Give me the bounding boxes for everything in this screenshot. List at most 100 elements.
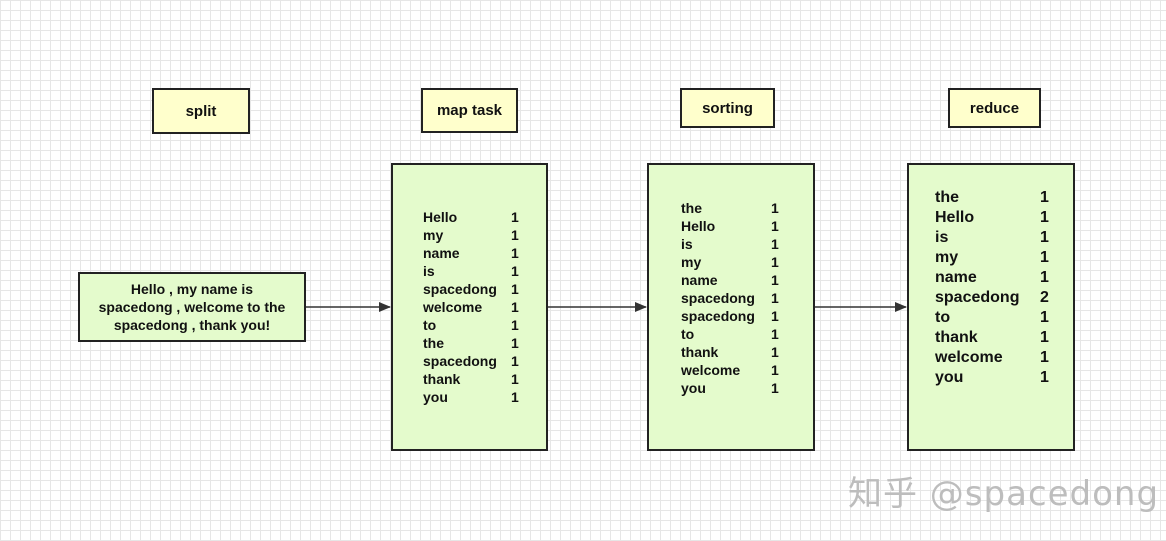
count-value: 1	[771, 380, 779, 396]
word-label: thank	[423, 371, 461, 387]
word-label: welcome	[423, 299, 483, 315]
count-value: 1	[1040, 189, 1049, 206]
count-value: 1	[511, 389, 519, 405]
input-line: spacedong , welcome to the	[98, 299, 286, 315]
word-label: spacedong	[681, 290, 755, 306]
count-value: 1	[1040, 329, 1049, 346]
count-value: 1	[771, 200, 779, 216]
stage-label-sorting: sorting	[680, 88, 775, 128]
count-value: 1	[1040, 249, 1049, 266]
word-label: my	[423, 227, 444, 243]
count-value: 1	[771, 218, 779, 234]
watermark-text: 知乎 @spacedong	[848, 474, 1160, 514]
count-value: 1	[511, 245, 519, 261]
count-value: 1	[1040, 229, 1049, 246]
count-value: 1	[771, 254, 779, 270]
word-label: Hello	[935, 209, 975, 226]
list-row: Hello 1	[423, 209, 519, 225]
list-row: welcome 1	[423, 299, 519, 315]
list-row: name 1	[935, 269, 1049, 287]
list-row: to 1	[935, 309, 1049, 327]
list-row: the 1	[935, 189, 1049, 207]
word-label: spacedong	[681, 308, 755, 324]
word-label: the	[935, 189, 959, 206]
word-label: is	[681, 236, 693, 252]
count-value: 1	[511, 335, 519, 351]
list-row: spacedong 1	[681, 290, 779, 306]
word-label: spacedong	[935, 289, 1020, 306]
list-row: spacedong 1	[423, 353, 519, 369]
word-label: to	[935, 309, 951, 326]
count-value: 1	[511, 317, 519, 333]
word-label: Hello	[423, 209, 458, 225]
count-value: 1	[771, 272, 779, 288]
word-label: my	[681, 254, 702, 270]
count-value: 1	[771, 344, 779, 360]
list-row: the 1	[423, 335, 519, 351]
word-label: spacedong	[423, 353, 497, 369]
list-row: spacedong 1	[681, 308, 779, 324]
count-value: 1	[511, 299, 519, 315]
input-line: Hello , my name is	[130, 281, 254, 297]
word-label: name	[423, 245, 460, 261]
list-row: thank 1	[423, 371, 519, 387]
count-value: 1	[771, 290, 779, 306]
count-value: 1	[771, 308, 779, 324]
word-label: is	[935, 229, 949, 246]
word-label: to	[423, 317, 437, 333]
list-row: to 1	[423, 317, 519, 333]
list-row: to 1	[681, 326, 779, 342]
list-row: my 1	[935, 249, 1049, 267]
count-value: 1	[1040, 269, 1049, 286]
count-value: 1	[1040, 349, 1049, 366]
count-value: 1	[1040, 309, 1049, 326]
list-row: thank 1	[935, 329, 1049, 347]
count-value: 1	[1040, 369, 1049, 386]
word-label: Hello	[681, 218, 716, 234]
count-value: 1	[511, 263, 519, 279]
count-value: 1	[1040, 209, 1049, 226]
list-row: is 1	[935, 229, 1049, 247]
word-label: welcome	[935, 349, 1003, 366]
count-value: 1	[511, 371, 519, 387]
list-row: thank 1	[681, 344, 779, 360]
input-text-box: Hello , my name is spacedong , welcome t…	[78, 272, 306, 342]
list-row: welcome 1	[935, 349, 1049, 367]
count-value: 1	[771, 326, 779, 342]
word-label: name	[681, 272, 718, 288]
list-row: name 1	[681, 272, 779, 288]
list-row: name 1	[423, 245, 519, 261]
word-label: thank	[935, 329, 978, 346]
word-label: you	[935, 369, 964, 386]
list-row: my 1	[681, 254, 779, 270]
word-label: name	[935, 269, 977, 286]
input-line: spacedong , thank you!	[113, 317, 271, 333]
list-row: Hello 1	[935, 209, 1049, 227]
word-label: my	[935, 249, 959, 266]
count-value: 1	[511, 209, 519, 225]
word-label: is	[423, 263, 435, 279]
list-row: you 1	[935, 369, 1049, 387]
word-label: the	[681, 200, 702, 216]
word-label: thank	[681, 344, 719, 360]
list-row: is 1	[423, 263, 519, 279]
count-value: 1	[771, 362, 779, 378]
word-label: to	[681, 326, 695, 342]
stage-label-split: split	[152, 88, 250, 134]
list-row: the 1	[681, 200, 779, 216]
word-label: the	[423, 335, 444, 351]
count-value: 1	[511, 353, 519, 369]
word-label: spacedong	[423, 281, 497, 297]
list-row: Hello 1	[681, 218, 779, 234]
